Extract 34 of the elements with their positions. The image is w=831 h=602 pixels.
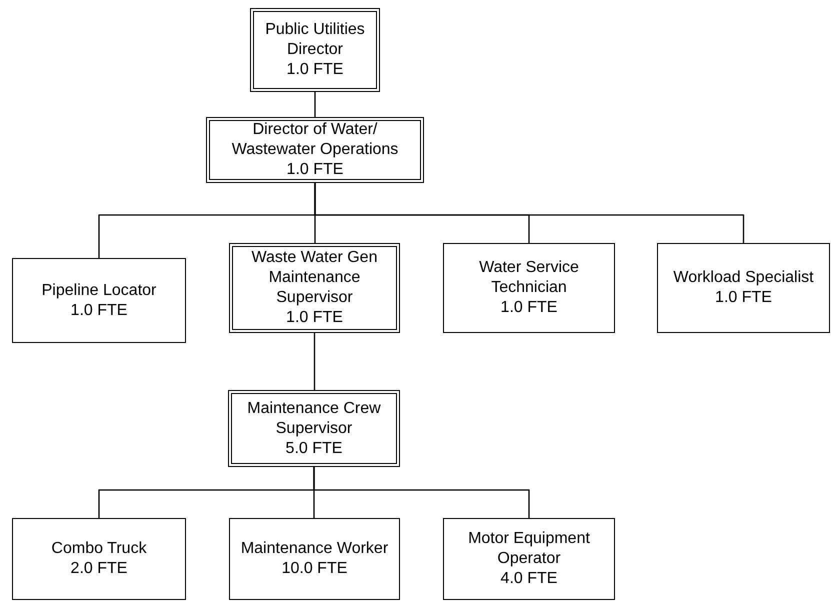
position-box bbox=[657, 243, 830, 333]
position-box bbox=[12, 518, 186, 600]
fte-count: 1.0 FTE bbox=[500, 298, 558, 318]
position-title: Director of Water/ Wastewater Operations bbox=[230, 120, 400, 160]
position-box bbox=[228, 390, 400, 467]
position-box bbox=[206, 117, 424, 183]
position-box bbox=[229, 243, 400, 333]
fte-count: 10.0 FTE bbox=[282, 559, 348, 579]
position-box bbox=[443, 243, 615, 333]
position-title: Pipeline Locator bbox=[42, 280, 156, 300]
connector-line bbox=[313, 467, 530, 518]
fte-count: 1.0 FTE bbox=[286, 60, 344, 80]
position-box bbox=[250, 8, 380, 92]
fte-count: 4.0 FTE bbox=[500, 569, 558, 589]
connector-line bbox=[314, 333, 316, 390]
position-title: Public Utilities Director bbox=[264, 20, 366, 60]
position-box bbox=[12, 258, 186, 343]
position-title: Combo Truck bbox=[51, 539, 147, 559]
fte-count: 1.0 FTE bbox=[70, 300, 128, 320]
position-title: Waste Water Gen Maintenance Supervisor bbox=[250, 248, 378, 308]
fte-count: 5.0 FTE bbox=[286, 438, 342, 458]
position-title: Maintenance Crew Supervisor bbox=[246, 398, 382, 438]
position-title: Motor Equipment Operator bbox=[467, 529, 591, 569]
position-title: Workload Specialist bbox=[673, 268, 814, 288]
fte-count: 2.0 FTE bbox=[70, 559, 128, 579]
position-box bbox=[229, 518, 400, 600]
position-box bbox=[443, 518, 615, 600]
connector-line bbox=[314, 92, 316, 117]
position-title: Maintenance Worker bbox=[240, 539, 388, 559]
fte-count: 1.0 FTE bbox=[286, 160, 344, 180]
fte-count: 1.0 FTE bbox=[286, 308, 343, 328]
position-title: Water Service Technician bbox=[478, 258, 580, 298]
connector-line bbox=[314, 183, 744, 243]
fte-count: 1.0 FTE bbox=[715, 288, 772, 308]
